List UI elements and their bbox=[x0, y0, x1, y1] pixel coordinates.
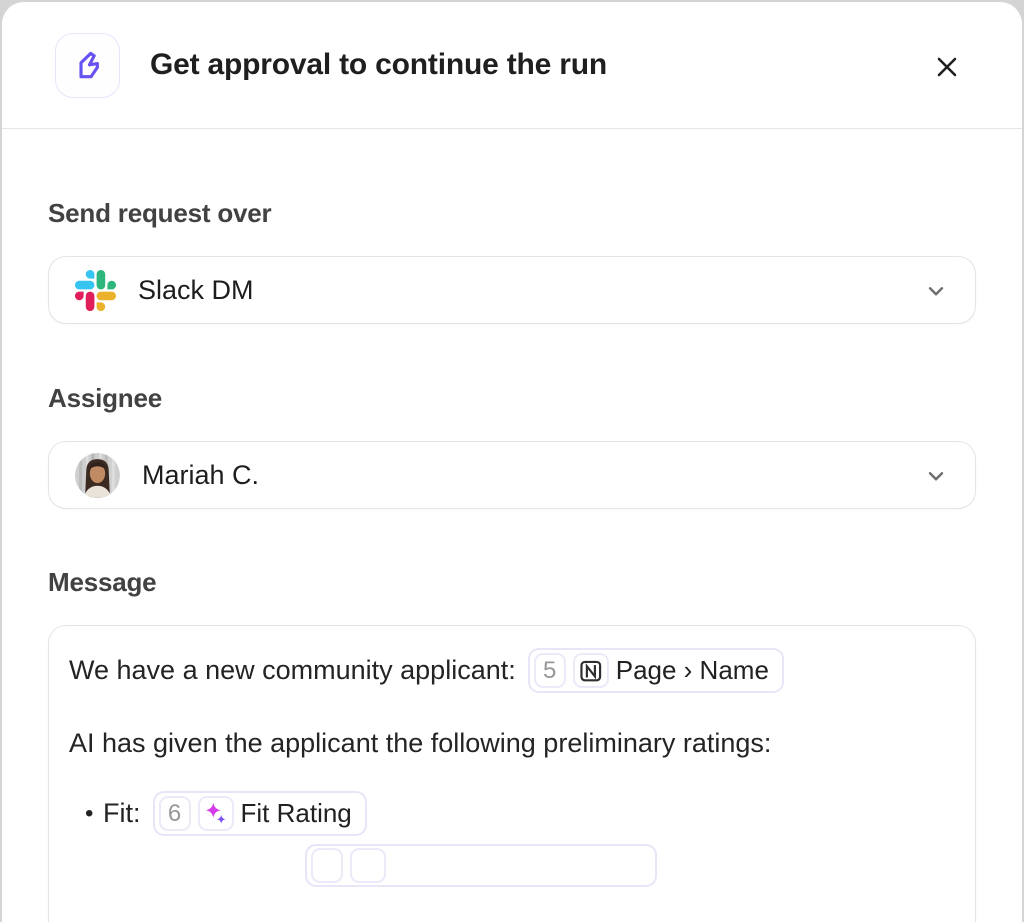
chevron-down-icon bbox=[928, 472, 944, 481]
message-text: AI has given the applicant the following… bbox=[69, 727, 772, 758]
dialog-title: Get approval to continue the run bbox=[150, 48, 607, 81]
channel-label: Send request over bbox=[48, 198, 272, 228]
chevron-down-icon bbox=[928, 287, 944, 296]
message-line-3: • Fit: 6 Fit Rating bbox=[69, 791, 955, 836]
variable-chip-label: Page › Name bbox=[615, 655, 769, 685]
message-text: Fit: bbox=[103, 798, 141, 828]
bullet-point: • bbox=[85, 799, 94, 827]
notion-variable-chip[interactable]: 5 Page › Name bbox=[527, 648, 784, 693]
slack-icon bbox=[75, 269, 116, 311]
message-line-1: We have a new community applicant: 5 Pag… bbox=[69, 648, 955, 693]
thumbs-up-icon bbox=[55, 32, 120, 98]
fit-rating-variable-chip[interactable]: 6 Fit Rating bbox=[152, 791, 367, 836]
message-line-4 bbox=[69, 844, 955, 887]
variable-icon bbox=[350, 848, 386, 883]
sparkles-icon bbox=[197, 796, 234, 831]
message-line-2: AI has given the applicant the following… bbox=[69, 727, 955, 759]
close-button[interactable] bbox=[930, 50, 964, 84]
message-editor[interactable]: We have a new community applicant: 5 Pag… bbox=[48, 625, 976, 922]
dialog-body: Send request over Slack DM Assignee bbox=[2, 198, 1022, 922]
assignee-avatar bbox=[75, 452, 120, 498]
assignee-select[interactable]: Mariah C. bbox=[48, 441, 976, 509]
variable-index-badge: 5 bbox=[533, 653, 566, 688]
assignee-label: Assignee bbox=[48, 383, 163, 413]
message-text: We have a new community applicant: bbox=[69, 655, 516, 685]
variable-index-badge: 6 bbox=[158, 796, 191, 831]
channel-value: Slack DM bbox=[138, 274, 254, 305]
variable-index-badge bbox=[311, 848, 343, 883]
partial-variable-chip[interactable] bbox=[305, 844, 657, 887]
variable-chip-label: Fit Rating bbox=[240, 798, 352, 828]
channel-select[interactable]: Slack DM bbox=[48, 256, 976, 324]
notion-icon bbox=[572, 653, 609, 688]
assignee-value: Mariah C. bbox=[142, 459, 260, 490]
dialog-header: Get approval to continue the run bbox=[2, 2, 1022, 129]
close-icon bbox=[937, 57, 957, 77]
message-label: Message bbox=[48, 567, 157, 597]
